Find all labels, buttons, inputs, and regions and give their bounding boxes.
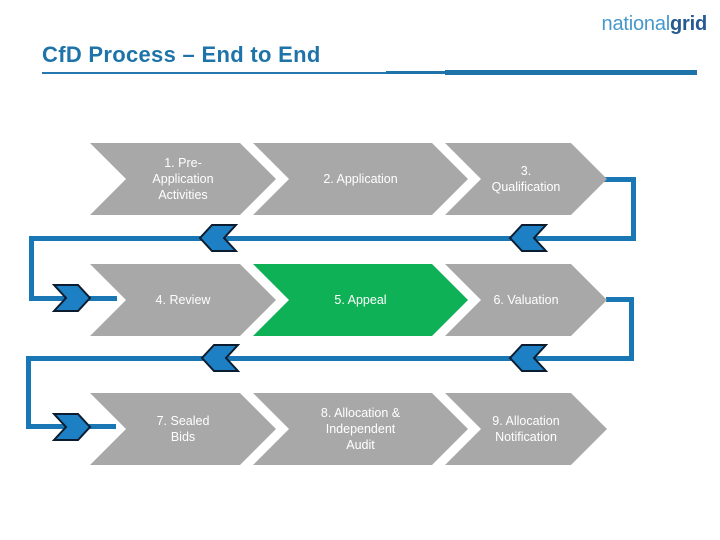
nationalgrid-logo: nationalgrid <box>601 13 708 36</box>
step-chevron-3: 3. Qualification <box>445 143 607 215</box>
step-chevron-5: 5. Appeal <box>253 264 468 336</box>
connector-line <box>606 297 634 302</box>
flow-arrow-right-icon <box>52 413 92 441</box>
title-underline-thick <box>445 70 697 75</box>
logo-text-grid: grid <box>670 13 707 35</box>
flow-arrow-left-icon <box>198 224 238 252</box>
step-chevron-2: 2. Application <box>253 143 468 215</box>
connector-line <box>629 297 634 360</box>
step-label-3: 3. Qualification <box>491 163 561 194</box>
step-label-6: 6. Valuation <box>493 292 559 307</box>
page-title: CfD Process – End to End <box>42 42 321 67</box>
step-label-9: 9. Allocation Notification <box>492 413 560 444</box>
connector-line <box>602 177 636 182</box>
flow-arrow-left-icon <box>508 344 548 372</box>
step-chevron-1: 1. Pre- Application Activities <box>90 143 276 215</box>
title-underline-mid <box>386 71 445 74</box>
connector-line <box>26 356 31 428</box>
step-label-4: 4. Review <box>155 292 211 307</box>
step-label-8: 8. Allocation & Independent Audit <box>320 405 401 453</box>
connector-line <box>26 356 634 361</box>
connector-line <box>29 236 636 241</box>
step-label-2: 2. Application <box>323 171 398 186</box>
title-underline-thin <box>42 72 445 74</box>
step-chevron-7: 7. Sealed Bids <box>90 393 276 465</box>
step-label-1: 1. Pre- Application Activities <box>152 155 214 203</box>
connector-line <box>29 236 34 299</box>
connector-line <box>631 177 636 239</box>
step-chevron-4: 4. Review <box>90 264 276 336</box>
logo-text-national: national <box>601 13 671 35</box>
step-chevron-9: 9. Allocation Notification <box>445 393 607 465</box>
flow-arrow-right-icon <box>52 284 92 312</box>
flow-arrow-left-icon <box>200 344 240 372</box>
step-label-5: 5. Appeal <box>334 292 387 307</box>
flow-arrow-left-icon <box>508 224 548 252</box>
step-label-7: 7. Sealed Bids <box>156 413 210 444</box>
step-chevron-6: 6. Valuation <box>445 264 607 336</box>
step-chevron-8: 8. Allocation & Independent Audit <box>253 393 468 465</box>
